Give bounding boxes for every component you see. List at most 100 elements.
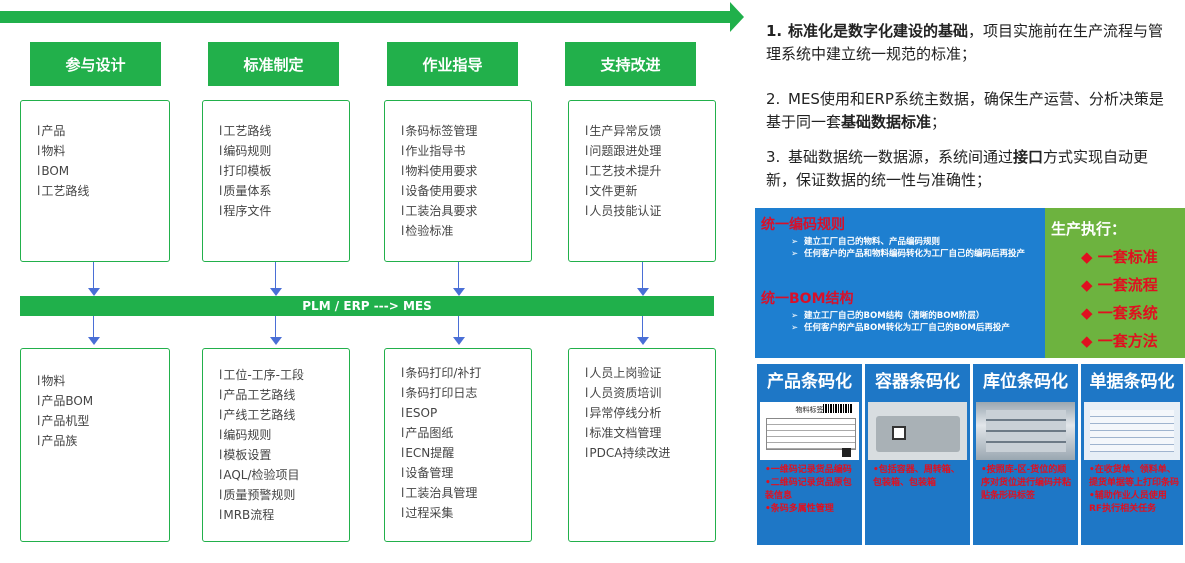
category-title: 支持改进: [600, 55, 661, 74]
panel-title: 库位条码化: [983, 372, 1068, 392]
list-item: 文件更新: [585, 181, 715, 201]
list-item: 物料: [37, 371, 169, 391]
panel-title: 生产执行：: [1051, 220, 1127, 238]
list-item: 条码标签管理: [401, 121, 531, 141]
list-item: 工位-工序-工段: [219, 365, 349, 385]
list-item: PDCA持续改进: [585, 443, 715, 463]
list-item: 工艺路线: [219, 121, 349, 141]
top-arrow-head: [730, 2, 744, 32]
list-item: 产品: [37, 121, 169, 141]
bottom-box-guidance: 条码打印/补打 条码打印日志 ESOP 产品图纸 ECN提醒 设备管理 工装治具…: [384, 348, 532, 542]
list-item: 检验标准: [401, 221, 531, 241]
bullet-text: 任何客户的产品BOM转化为工厂自己的BOM后再投产: [804, 323, 1010, 333]
qr-code-icon: [842, 448, 851, 457]
list-item: 工装治具要求: [401, 201, 531, 221]
point-number: 1.: [766, 22, 783, 40]
list-item: 工装治具管理: [401, 483, 531, 503]
top-progress-arrow: [0, 11, 734, 23]
panel-title: 产品条码化: [767, 372, 852, 392]
list-item: 设备使用要求: [401, 181, 531, 201]
category-header-standard: 标准制定: [208, 42, 339, 86]
list-item: 质量体系: [219, 181, 349, 201]
list-item: 设备管理: [401, 463, 531, 483]
panel-description: •一维码记录货品编码 •二维码记录货品原包装信息 •条码多属性管理: [765, 465, 852, 514]
point-text: 方式实现自动更新，保证数据的统一性与准确性；: [766, 148, 1149, 189]
product-label-image: 物料标签: [760, 402, 859, 460]
list-item: 物料: [37, 141, 169, 161]
list-item: 产品图纸: [401, 423, 531, 443]
warehouse-shelf-image: [976, 402, 1075, 460]
product-barcode-panel: 产品条码化 物料标签 •一维码记录货品编码 •二维码记录货品原包装信息 •条码多…: [757, 364, 862, 545]
label-table-icon: [766, 418, 856, 450]
bullet-list: ➢ 建立工厂自己的物料、产品编码规则 ➢ 任何客户的产品和物料编码转化为工厂自己…: [791, 236, 1036, 260]
bullet-text: 建立工厂自己的物料、产品编码规则: [804, 237, 941, 247]
list-item: 质量预警规则: [219, 485, 349, 505]
document-icon: [1090, 410, 1174, 452]
execution-item: ◆ 一套流程: [1081, 276, 1158, 294]
connector-arrow: [637, 288, 649, 296]
execution-item: ◆ 一套标准: [1081, 248, 1158, 266]
category-header-guidance: 作业指导: [387, 42, 518, 86]
category-title: 标准制定: [243, 55, 304, 74]
list-item: 标准文档管理: [585, 423, 715, 443]
point-text: ，项目实施前在生产流程与管理系统中建立统一规范的标准；: [766, 22, 1164, 63]
list-item: 产品BOM: [37, 391, 169, 411]
connector-line: [642, 316, 643, 338]
list-item: 作业指导书: [401, 141, 531, 161]
point-text: MES使用和ERP系统主数据，确保生产运营、分析决策是基于同一套: [766, 90, 1164, 131]
shelf-icon: [986, 410, 1066, 452]
top-box-support: 生产异常反馈 问题跟进处理 工艺技术提升 文件更新 人员技能认证: [568, 100, 716, 262]
document-barcode-panel: 单据条码化 •在收货单、领料单、提货单据等上打印条码 •辅助作业人员使用RF执行…: [1081, 364, 1183, 545]
bottom-box-design: 物料 产品BOM 产品机型 产品族: [20, 348, 170, 542]
top-box-standard: 工艺路线 编码规则 打印模板 质量体系 程序文件: [202, 100, 350, 262]
point-text: ；: [931, 113, 947, 131]
connector-line: [93, 262, 94, 290]
top-box-guidance: 条码标签管理 作业指导书 物料使用要求 设备使用要求 工装治具要求 检验标准: [384, 100, 532, 262]
point-text: 基础数据统一数据源，系统间通过: [788, 148, 1014, 166]
connector-line: [458, 262, 459, 290]
panel-description: •在收货单、领料单、提货单据等上打印条码 •辅助作业人员使用RF执行相关任务: [1089, 465, 1180, 514]
bottom-box-standard: 工位-工序-工段 产品工艺路线 产线工艺路线 编码规则 模板设置 AQL/检验项…: [202, 348, 350, 542]
container-image: [868, 402, 967, 460]
item-text: 一套方法: [1097, 332, 1158, 350]
point-bold-text: 基础数据标准: [841, 113, 932, 131]
crate-icon: [876, 416, 960, 452]
list-item: 人员技能认证: [585, 201, 715, 221]
item-text: 一套系统: [1097, 304, 1158, 322]
connector-line: [275, 316, 276, 338]
item-text: 一套标准: [1097, 248, 1158, 266]
list-item: 过程采集: [401, 503, 531, 523]
barcode-icon: [823, 404, 853, 413]
list-item: 产品机型: [37, 411, 169, 431]
point-bold-text: 接口: [1013, 148, 1044, 166]
panel-title: 统一编码规则: [761, 217, 845, 233]
bullet-item: ➢ 任何客户的产品和物料编码转化为工厂自己的编码后再投产: [791, 249, 1026, 259]
list-item: 物料使用要求: [401, 161, 531, 181]
connector-arrow: [453, 288, 465, 296]
list-item: BOM: [37, 161, 169, 181]
list-item: 编码规则: [219, 141, 349, 161]
unified-coding-panel: 统一编码规则 ➢ 建立工厂自己的物料、产品编码规则 ➢ 任何客户的产品和物料编码…: [755, 208, 1045, 358]
qr-code-icon: [892, 426, 906, 440]
list-item: ESOP: [401, 403, 531, 423]
connector-line: [275, 262, 276, 290]
panel-title: 统一BOM结构: [761, 291, 854, 307]
list-item: MRB流程: [219, 505, 349, 525]
panel-title: 容器条码化: [875, 372, 960, 392]
location-barcode-panel: 库位条码化 •按照库-区-货位的顺序对货位进行编码并粘贴条形码标签: [973, 364, 1078, 545]
connector-arrow: [88, 337, 100, 345]
execution-item: ◆ 一套系统: [1081, 304, 1158, 322]
connector-line: [642, 262, 643, 290]
label-title: 物料标签: [795, 406, 824, 414]
bullet-item: ➢ 建立工厂自己的物料、产品编码规则: [791, 237, 941, 247]
top-box-design: 产品 物料 BOM 工艺路线: [20, 100, 170, 262]
list-item: 程序文件: [219, 201, 349, 221]
list-item: ECN提醒: [401, 443, 531, 463]
list-item: 打印模板: [219, 161, 349, 181]
point-number: 2.: [766, 90, 781, 108]
point-2: 2.MES使用和ERP系统主数据，确保生产运营、分析决策是基于同一套基础数据标准…: [766, 88, 1176, 134]
category-title: 作业指导: [422, 55, 483, 74]
connector-arrow: [270, 288, 282, 296]
point-number: 3.: [766, 148, 781, 166]
list-item: 产品族: [37, 431, 169, 451]
